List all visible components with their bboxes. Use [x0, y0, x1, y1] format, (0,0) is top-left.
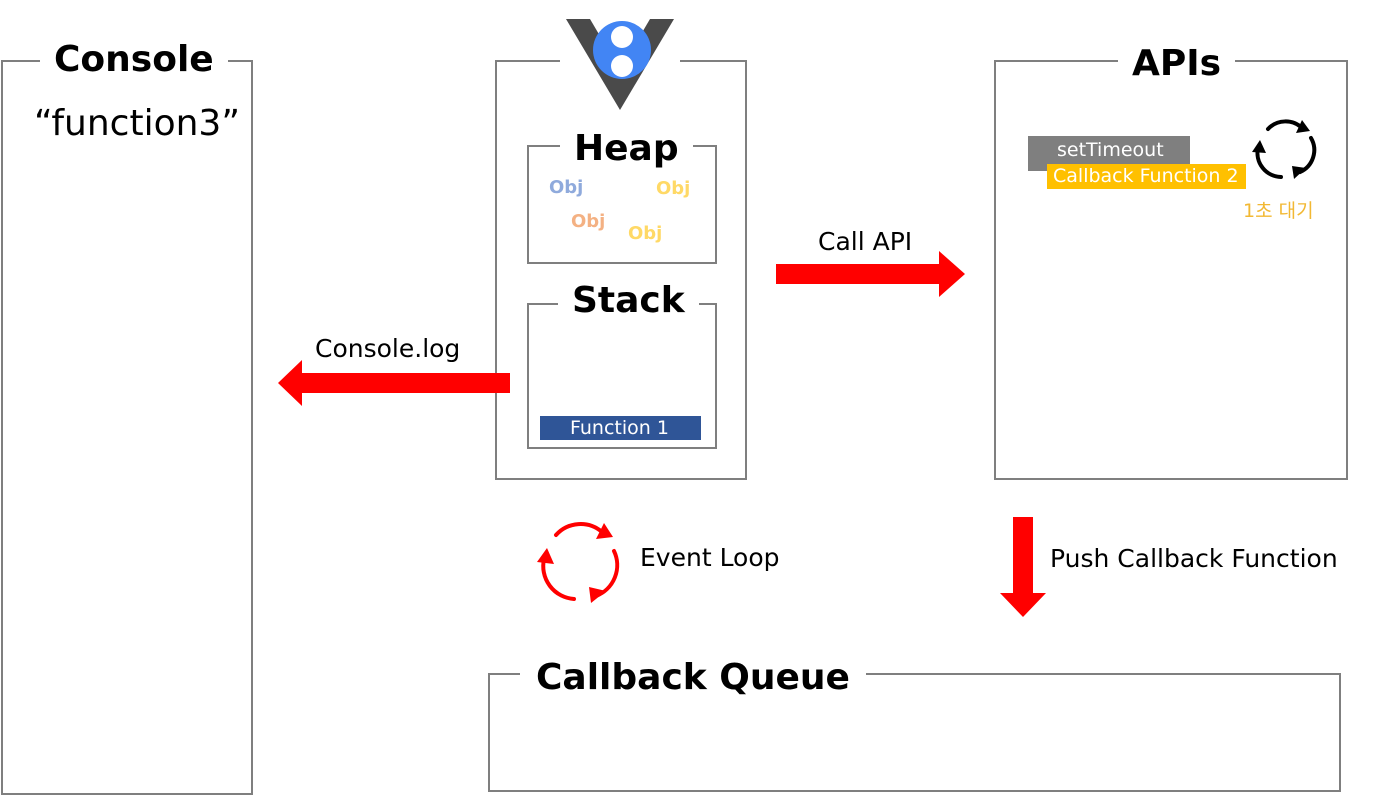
event-loop-label: Event Loop [640, 543, 780, 572]
console-panel [1, 60, 253, 795]
heap-object: Obj [549, 177, 584, 198]
refresh-cycle-icon [1252, 119, 1317, 179]
console-title: Console [40, 42, 228, 78]
push-callback-label: Push Callback Function [1050, 544, 1338, 573]
heap-object: Obj [571, 211, 606, 232]
v8-logo-icon [560, 10, 680, 110]
heap-title: Heap [560, 131, 693, 167]
push-callback-arrow [1000, 517, 1046, 617]
callback-queue-title: Callback Queue [520, 660, 866, 696]
stack-frame: Function 1 [540, 416, 701, 440]
call-api-label: Call API [818, 227, 913, 256]
console-log-arrow [278, 360, 510, 406]
console-log-label: Console.log [315, 334, 461, 363]
apis-title: APIs [1118, 46, 1236, 82]
callback-chip: Callback Function 2 [1047, 164, 1246, 189]
wait-label: 1초 대기 [1243, 200, 1314, 222]
event-loop-cycle-icon [537, 522, 620, 603]
call-api-arrow [776, 251, 965, 297]
heap-object: Obj [656, 178, 691, 199]
stack-title: Stack [558, 283, 699, 319]
console-output: “function3” [34, 103, 240, 144]
heap-object: Obj [628, 223, 663, 244]
callback-queue-box [488, 673, 1341, 792]
